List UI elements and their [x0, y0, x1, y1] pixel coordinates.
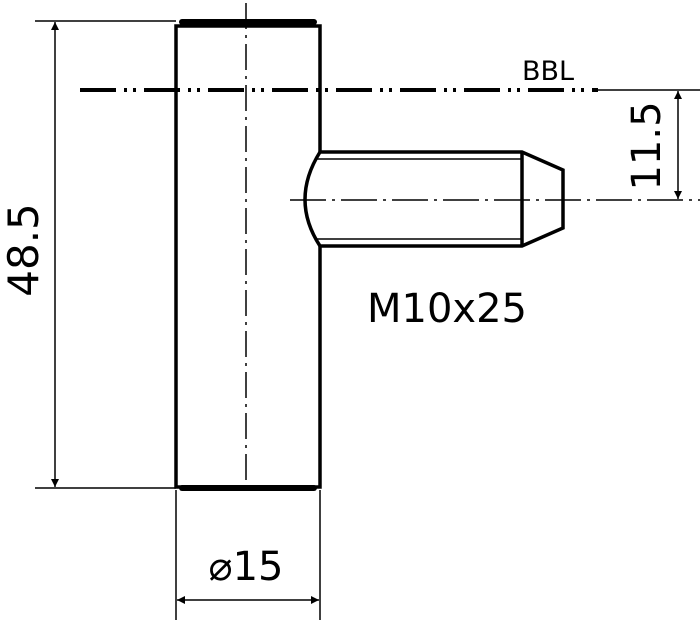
diameter-dimension-label: ⌀15: [209, 544, 284, 590]
cylinder-body: [174, 24, 322, 489]
threaded-pin: [303, 150, 565, 248]
bbl-label: BBL: [522, 56, 574, 87]
thread-label: M10x25: [367, 286, 527, 332]
offset-dimension-label: 11.5: [624, 101, 670, 190]
height-dimension-label: 48.5: [0, 203, 48, 297]
